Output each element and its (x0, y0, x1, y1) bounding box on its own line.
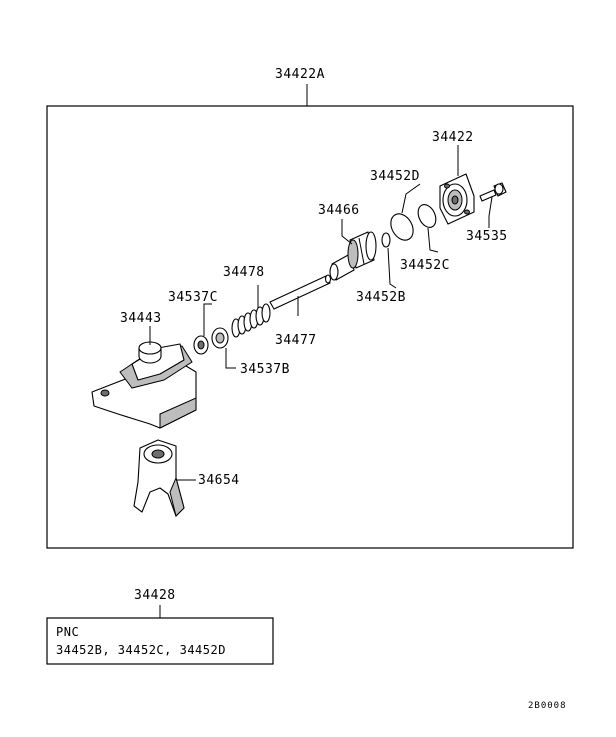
label-34428[interactable]: 34428 (134, 588, 176, 603)
label-34537C[interactable]: 34537C (168, 290, 218, 305)
part-34654-shift-fork[interactable] (133, 439, 185, 517)
label-34537B[interactable]: 34537B (240, 362, 290, 377)
part-34478-spring[interactable] (231, 303, 271, 338)
label-34452D[interactable]: 34452D (370, 169, 420, 184)
part-34537B-bushing[interactable] (211, 327, 229, 349)
kit-box (46, 617, 274, 665)
part-34452D-oring[interactable] (386, 210, 417, 244)
label-34654[interactable]: 34654 (198, 473, 240, 488)
kit-contents: 34452B, 34452C, 34452D (56, 643, 226, 657)
part-34466-piston[interactable] (329, 231, 377, 281)
part-34422-cylinder[interactable] (439, 173, 475, 225)
part-34537C-washer[interactable] (193, 335, 209, 355)
label-34452B[interactable]: 34452B (356, 290, 406, 305)
label-34443[interactable]: 34443 (120, 311, 162, 326)
leader-lines (149, 145, 493, 481)
label-34422[interactable]: 34422 (432, 130, 474, 145)
label-34535[interactable]: 34535 (466, 229, 508, 244)
label-34422A[interactable]: 34422A (275, 67, 325, 82)
label-34452C[interactable]: 34452C (400, 258, 450, 273)
assembly-frame (46, 105, 574, 549)
part-34535-bolt[interactable] (479, 182, 507, 202)
label-34477[interactable]: 34477 (275, 333, 317, 348)
part-34443-cover[interactable] (91, 341, 197, 429)
figure-code: 2B0008 (528, 701, 567, 711)
label-34478[interactable]: 34478 (223, 265, 265, 280)
part-34452C-oring[interactable] (415, 202, 440, 231)
label-34466[interactable]: 34466 (318, 203, 360, 218)
part-34477-rod[interactable] (269, 274, 332, 310)
kit-heading: PNC (56, 625, 79, 639)
part-34452B-oring[interactable] (381, 232, 391, 248)
